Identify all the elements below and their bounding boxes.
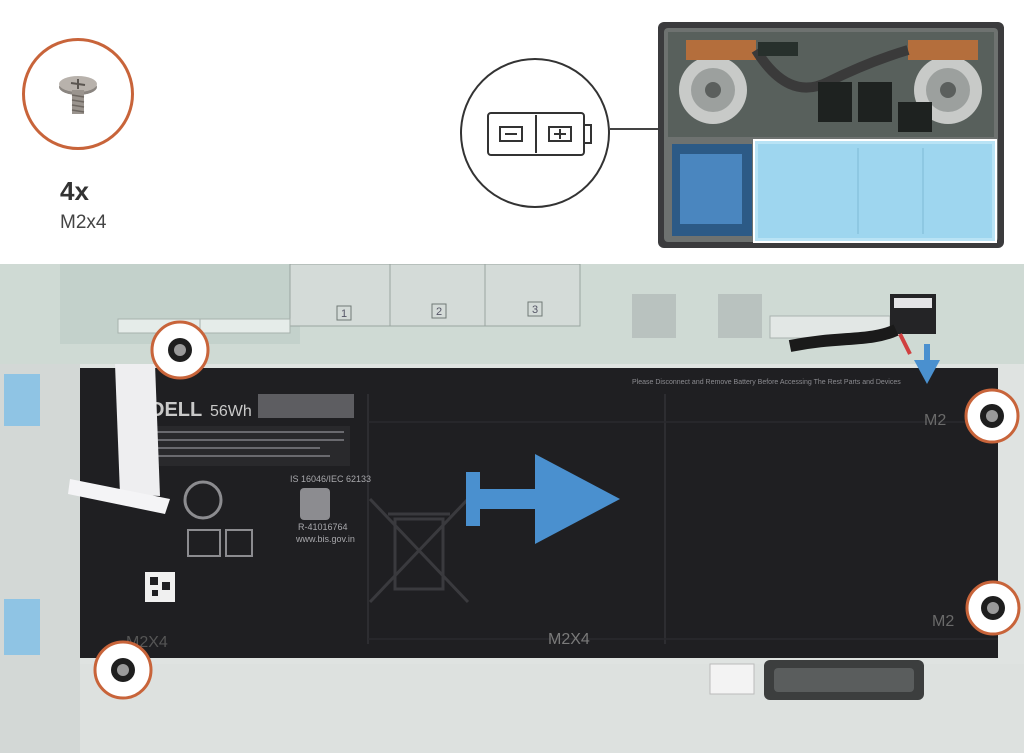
screw-mark: M2	[932, 613, 954, 630]
screw-mark: M2X4	[548, 631, 590, 648]
battery-capacity: 56Wh	[210, 403, 252, 420]
screw-callout-ring	[965, 580, 1021, 636]
battery-cert-site: www.bis.gov.in	[295, 534, 355, 544]
battery-icon	[487, 112, 592, 156]
screw-callout-ring	[93, 640, 153, 700]
screw-mark: M2	[924, 412, 946, 429]
board-number: 2	[436, 306, 442, 318]
battery-warning: Please Disconnect and Remove Battery Bef…	[632, 379, 901, 386]
battery-removal-view: 1 2 3 DELL 56Wh Please Disconnect and Re…	[0, 264, 1024, 753]
connector-arrow-icon	[914, 344, 940, 384]
battery-brand: DELL	[150, 399, 202, 421]
slide-arrow-icon	[466, 454, 620, 544]
board-number: 1	[341, 308, 347, 320]
recycle-bin-symbol	[368, 497, 470, 604]
battery-callout	[460, 58, 610, 208]
screw-size: M2x4	[60, 212, 107, 233]
screw-count: 4x	[60, 176, 89, 206]
screw-callout-ring	[964, 388, 1020, 444]
battery-standard: IS 16046/IEC 62133	[290, 474, 371, 484]
board-number: 3	[532, 304, 538, 316]
screw-callout-ring	[150, 320, 210, 380]
screw-callout	[22, 38, 134, 150]
laptop-overview	[658, 22, 1004, 248]
screw-icon	[59, 76, 97, 114]
battery-cert-code: R-41016764	[298, 522, 348, 532]
